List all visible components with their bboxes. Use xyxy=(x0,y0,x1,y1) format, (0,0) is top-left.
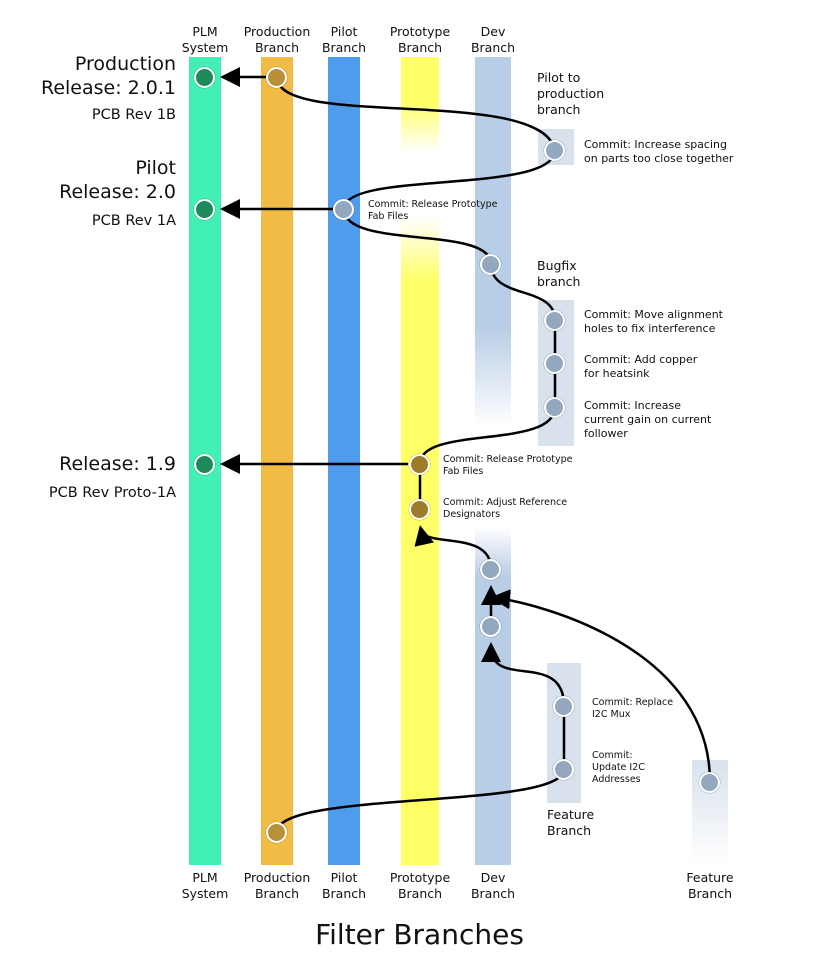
lane-label-bottom-dev: Dev Branch xyxy=(470,870,516,901)
connector-pilot-dev xyxy=(342,208,493,265)
commit-note-ref-designators: Commit: Adjust Reference Designators xyxy=(443,497,568,520)
i2c-addr-commit-node[interactable] xyxy=(553,759,574,780)
lane-label-bottom-feature: Feature Branch xyxy=(686,870,734,901)
spacing-commit-node[interactable] xyxy=(544,140,565,161)
commit-note-spacing: Commit: Increase spacing on parts too cl… xyxy=(584,138,734,165)
release-sub-pilot: PCB Rev 1A xyxy=(91,213,176,229)
lane-label-bottom-prototype: Prototype Branch xyxy=(389,870,451,901)
lane-label-top-prototype: Prototype Branch xyxy=(389,24,451,55)
connector-production-spacing xyxy=(275,76,557,151)
current-gain-commit-node[interactable] xyxy=(544,397,565,418)
branch-label-bugfix: Bugfix branch xyxy=(537,258,581,289)
commit-note-i2c-addr: Commit: Update I2C Addresses xyxy=(592,750,645,785)
branch-label-pilot-to-production: Pilot to production branch xyxy=(537,70,605,117)
commit-note-current-gain: Commit: Increase current gain on current… xyxy=(584,399,712,440)
lane-label-bottom-pilot: Pilot Branch xyxy=(321,870,367,901)
commit-note-alignment: Commit: Move alignment holes to fix inte… xyxy=(584,308,723,335)
connector-feature2-dev xyxy=(490,589,712,783)
dev-node-upper[interactable] xyxy=(480,559,501,580)
commit-note-copper: Commit: Add copper for heatsink xyxy=(584,353,698,380)
connector-dev-proto xyxy=(414,525,493,570)
dev-lane xyxy=(475,57,511,865)
commit-note-i2c-mux: Commit: Replace I2C Mux xyxy=(592,697,674,720)
release-title-pilot: Pilot Release: 2.0 xyxy=(59,157,176,203)
lane-label-top-production: Production Branch xyxy=(243,24,311,55)
plm-node-pilot[interactable] xyxy=(194,199,215,220)
production-node-top[interactable] xyxy=(266,67,287,88)
branch-label-feature: Feature Branch xyxy=(547,807,595,838)
pilot-node[interactable] xyxy=(333,199,354,220)
connector-spacing-pilot xyxy=(342,149,557,210)
i2c-mux-commit-node[interactable] xyxy=(553,696,574,717)
production-node-bottom[interactable] xyxy=(266,822,287,843)
connector-production-feature1 xyxy=(275,768,566,833)
lane-label-top-dev: Dev Branch xyxy=(470,24,516,55)
page-title: Filter Branches xyxy=(315,918,524,951)
connector-bugfix-proto xyxy=(418,406,557,465)
lane-label-top-pilot: Pilot Branch xyxy=(321,24,367,55)
release-title-prototype: Release: 1.9 xyxy=(59,453,176,475)
feature2-node[interactable] xyxy=(699,772,720,793)
commit-note-proto-release: Commit: Release Prototype Fab Files xyxy=(443,454,573,477)
copper-commit-node[interactable] xyxy=(544,353,565,374)
production-lane xyxy=(261,57,293,865)
release-title-production: Production Release: 2.0.1 xyxy=(40,53,176,99)
release-sub-production: PCB Rev 1B xyxy=(91,107,176,123)
lane-label-bottom-production: Production Branch xyxy=(243,870,311,901)
plm-node-prototype[interactable] xyxy=(194,454,215,475)
commit-note-pilot-release: Commit: Release Prototype Fab Files xyxy=(368,199,498,222)
dev-node-lower[interactable] xyxy=(480,616,501,637)
release-sub-prototype: PCB Rev Proto-1A xyxy=(48,485,176,501)
alignment-commit-node[interactable] xyxy=(544,310,565,331)
pilot-lane xyxy=(328,57,360,865)
dev-node-bugfix-start[interactable] xyxy=(480,254,501,275)
connector-feature1-dev xyxy=(481,642,566,707)
prototype-node-designators[interactable] xyxy=(409,499,430,520)
lane-label-top-plm: PLM System xyxy=(181,24,229,55)
lane-label-bottom-plm: PLM System xyxy=(181,870,229,901)
prototype-node-release[interactable] xyxy=(409,454,430,475)
plm-node-production[interactable] xyxy=(194,67,215,88)
